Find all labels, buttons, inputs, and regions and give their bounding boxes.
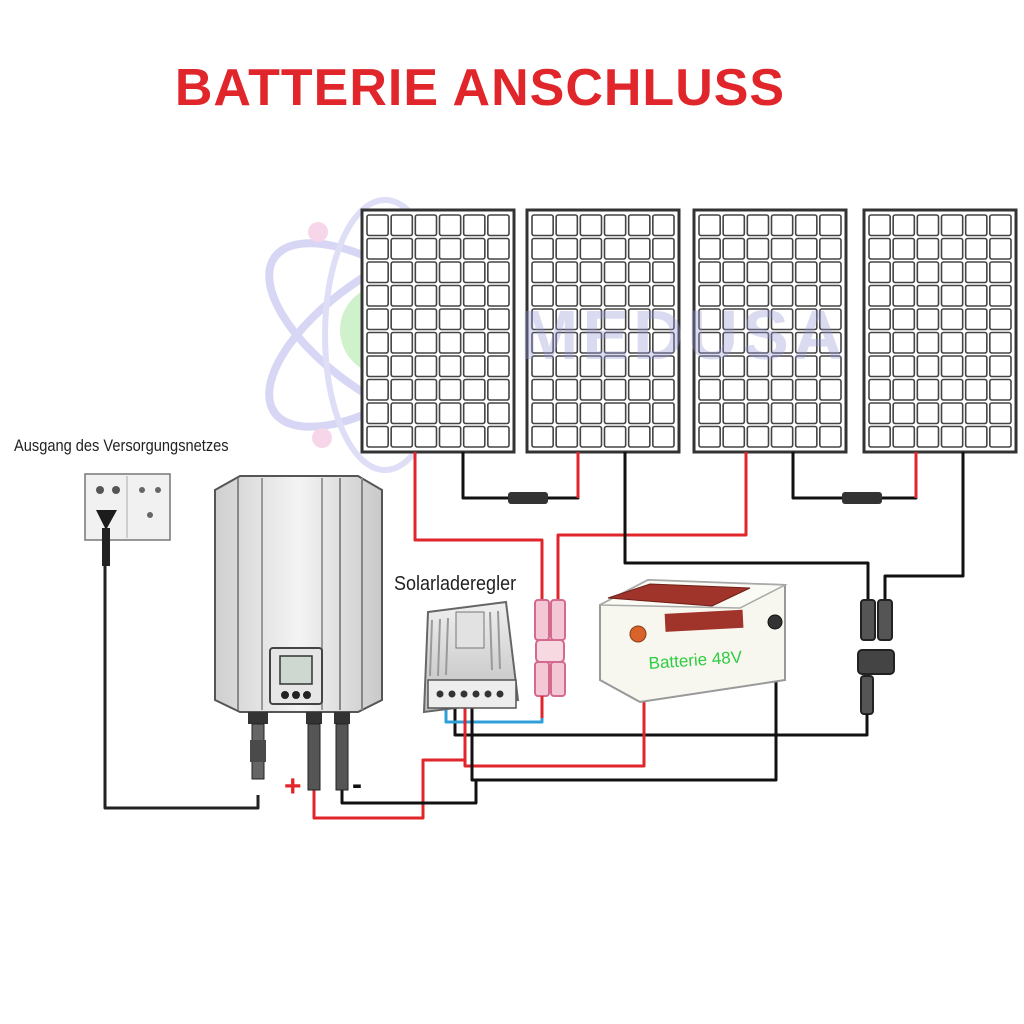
polarity-plus: + (284, 770, 302, 803)
charge-controller (422, 600, 520, 714)
page-title: BATTERIE ANSCHLUSS (174, 59, 786, 117)
solar-panel-3 (692, 208, 848, 454)
string-2-negative (883, 452, 965, 600)
panel-link-1-2 (461, 452, 580, 500)
charge-controller-label: Solarladeregler (394, 573, 517, 595)
panel-link-3-4 (791, 452, 918, 500)
mc4-branch-negative (857, 599, 895, 715)
string-1-negative (623, 452, 870, 600)
grid-outlet (84, 473, 171, 566)
wiring (103, 452, 965, 820)
connector-1-2 (508, 492, 548, 504)
solar-panel-1 (360, 208, 516, 454)
solar-panel-array (360, 208, 1018, 454)
solar-panel-4 (862, 208, 1018, 454)
grid-output-cable (103, 540, 260, 810)
controller-signal (444, 708, 544, 724)
string-1-positive (413, 452, 544, 600)
string-2-positive (556, 452, 748, 600)
battery (599, 578, 788, 704)
grid-tie-inverter (214, 475, 383, 791)
mc4-branch-positive (534, 599, 566, 697)
battery-to-inverter-negative (340, 780, 478, 805)
controller-to-battery-negative (470, 626, 778, 782)
grid-output-label: Ausgang des Versorgungsnetzes (14, 436, 229, 455)
connector-3-4 (842, 492, 882, 504)
battery-to-inverter-positive (312, 758, 465, 820)
watermark-text: MEDUSA (520, 296, 848, 374)
solar-panel-2 (525, 208, 681, 454)
polarity-minus: - (352, 768, 362, 801)
